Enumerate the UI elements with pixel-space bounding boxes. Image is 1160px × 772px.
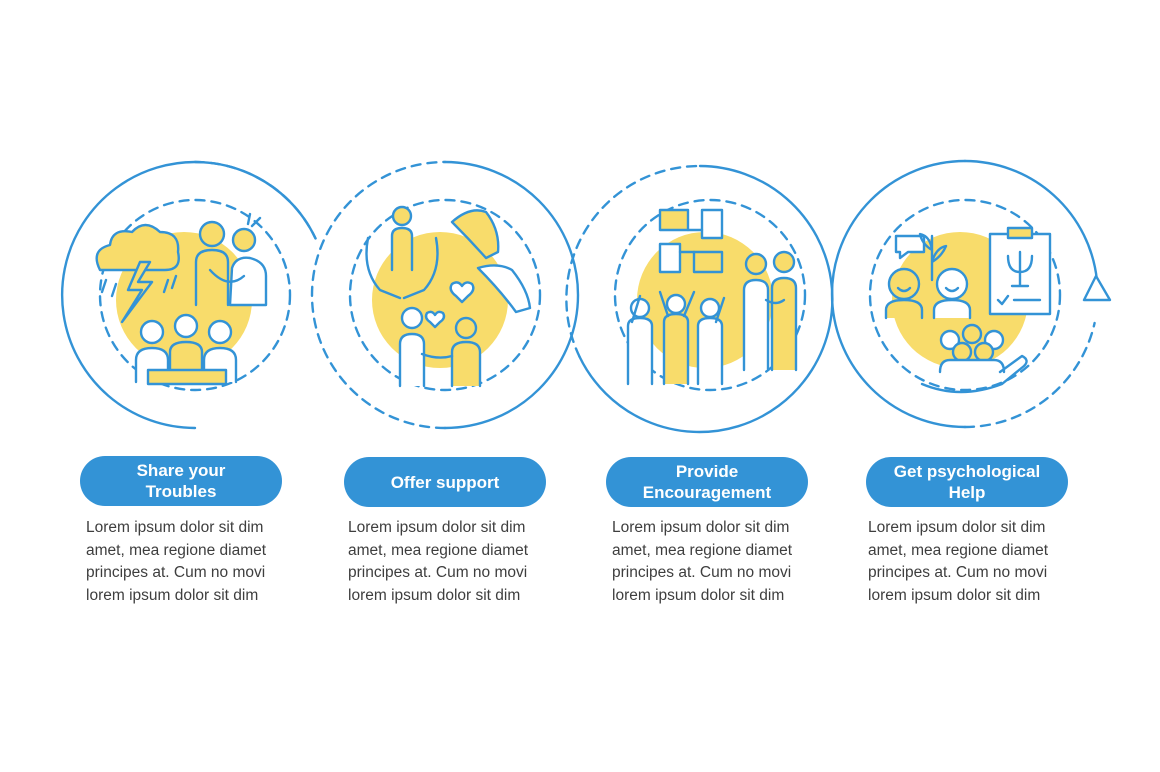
- up-arrow-icon: [1082, 274, 1112, 302]
- step-4-ring-tail: [963, 159, 1099, 282]
- step-1-graphic: [60, 160, 317, 430]
- step-4-outer-ring: [830, 159, 967, 429]
- step-3-graphic: [565, 164, 834, 434]
- team-hands-icon: [626, 208, 798, 386]
- step-4-title: Get psychological Help: [893, 462, 1041, 502]
- step-1-title: Share your Troubles: [136, 461, 226, 501]
- step-2-outer-ring: [443, 160, 580, 430]
- storm-cloud-and-people-icon: [95, 212, 268, 386]
- step-2-inner-dashed-ring: [348, 198, 542, 392]
- step-1-description: Lorem ipsum dolor sit dim amet, mea regi…: [86, 519, 267, 604]
- step-4-title-pill: Get psychological Help: [866, 457, 1068, 507]
- step-4-description: Lorem ipsum dolor sit dim amet, mea regi…: [868, 519, 1049, 604]
- step-1-outer-ring: [60, 160, 317, 430]
- step-3-title-pill: Provide Encouragement: [606, 457, 808, 507]
- step-3-outer-ring: [578, 164, 834, 434]
- step-2-title-pill: Offer support: [344, 457, 546, 507]
- step-4-graphic: [830, 159, 1112, 429]
- step-1-title-pill: Share your Troubles: [80, 456, 282, 506]
- step-2-description: Lorem ipsum dolor sit dim amet, mea regi…: [348, 519, 529, 604]
- step-1-inner-dashed-ring: [98, 198, 292, 392]
- step-1-dashed-connector: [193, 160, 317, 240]
- psychology-clipboard-icon: [884, 226, 1052, 394]
- step-3-title: Provide Encouragement: [642, 462, 772, 502]
- step-2-graphic: [310, 160, 580, 430]
- step-3-dashed-connector: [565, 164, 702, 358]
- helping-hands-icon: [365, 205, 532, 388]
- step-3-description: Lorem ipsum dolor sit dim amet, mea regi…: [612, 519, 793, 604]
- step-4-inner-dashed-ring: [868, 198, 1062, 392]
- step-3-inner-dashed-ring: [613, 198, 807, 392]
- step-4-dashed-connector: [963, 321, 1096, 429]
- step-2-title: Offer support: [390, 472, 500, 492]
- step-2-dashed-connector: [310, 160, 447, 430]
